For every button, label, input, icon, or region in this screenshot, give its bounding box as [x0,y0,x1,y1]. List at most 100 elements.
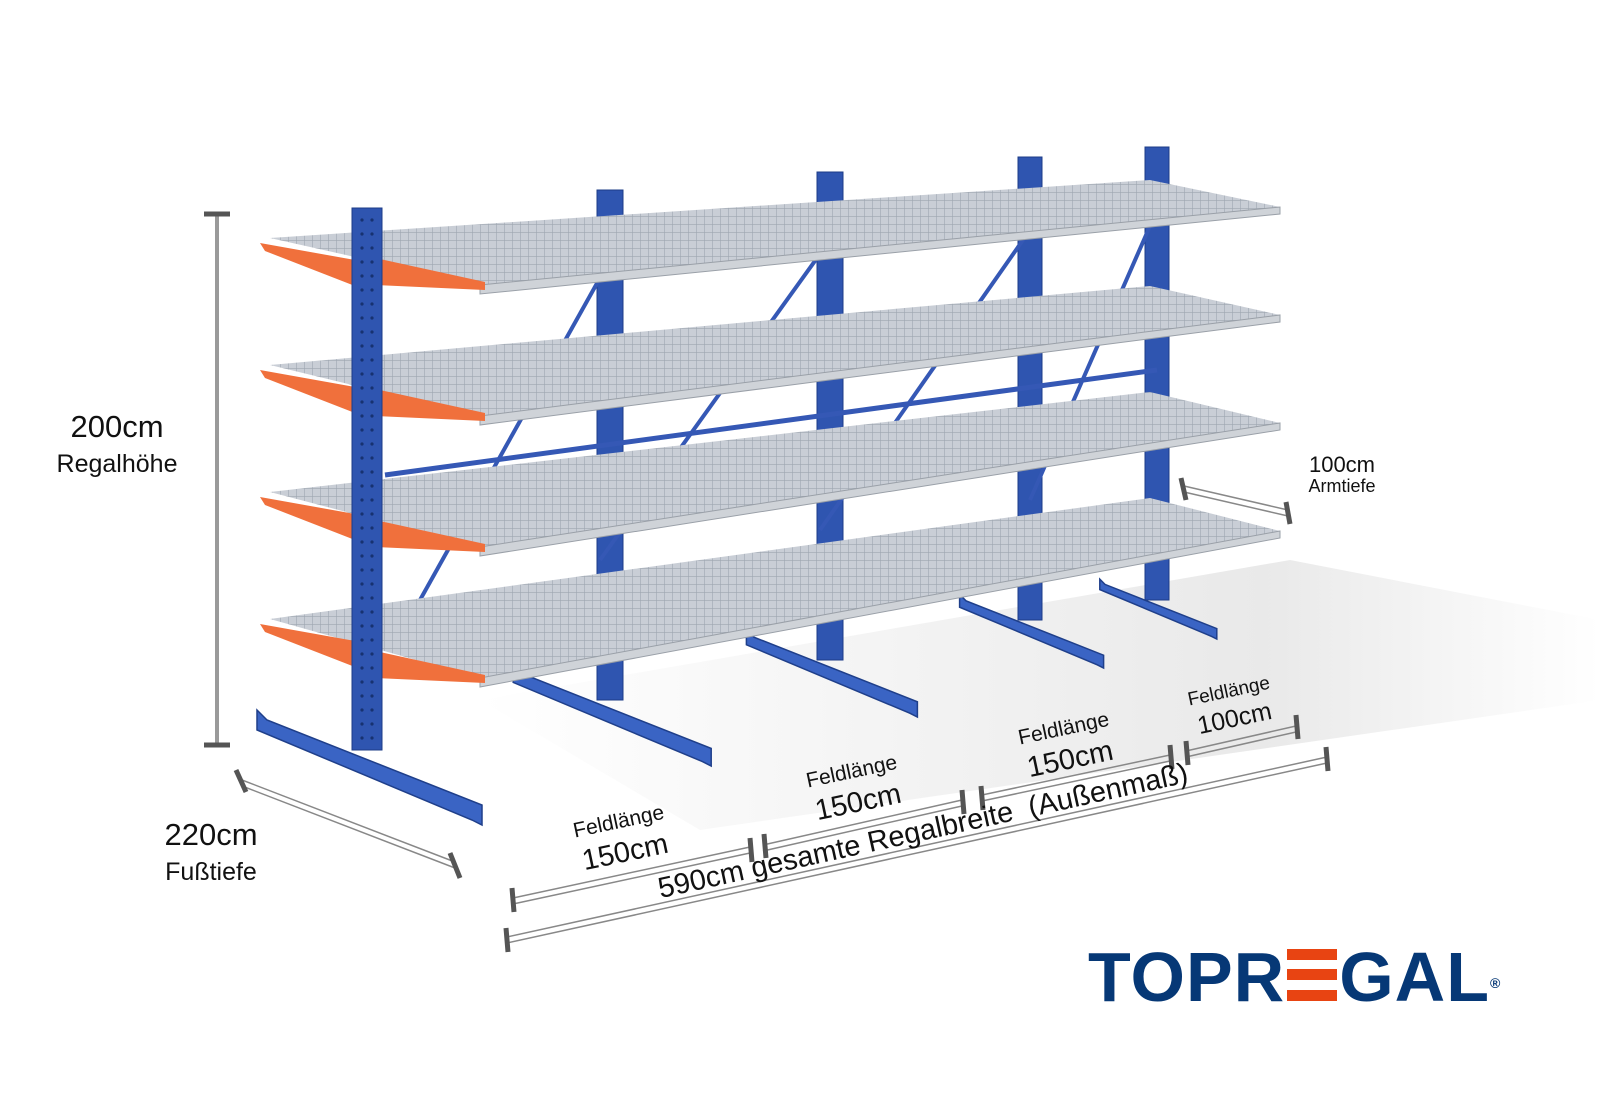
upright-hole [370,288,374,292]
upright-hole [370,736,374,740]
upright-hole [370,708,374,712]
upright-hole [370,302,374,306]
upright-hole [360,736,364,740]
upright-hole [370,428,374,432]
rack-feet [256,577,1218,827]
upright-hole [370,512,374,516]
upright-hole [370,260,374,264]
mesh-shelf [270,392,1280,547]
upright-hole [370,358,374,362]
upright-hole [360,414,364,418]
shelf-front-edge [479,530,1281,688]
foot-depth-value: 220cm [164,817,257,852]
height-value: 200cm [70,409,163,444]
upright-hole [360,428,364,432]
height-label: Regalhöhe [57,450,178,478]
upright-hole [360,400,364,404]
cantilever-arm [375,651,485,683]
upright-hole [370,372,374,376]
upright-hole [360,218,364,222]
cantilever-arm [375,258,485,290]
upright-hole [360,288,364,292]
cantilever-arm [260,624,355,667]
upright-hole [360,596,364,600]
upright-hole [360,344,364,348]
upright-hole [370,666,374,670]
upright-hole [360,316,364,320]
upright-hole [370,638,374,642]
upright-hole [360,722,364,726]
upright-hole [370,722,374,726]
logo-text-end: GAL [1339,938,1490,1016]
upright-hole [360,540,364,544]
registered-mark: ® [1489,975,1502,991]
upright-hole [370,218,374,222]
upright-hole [370,610,374,614]
upright-hole [370,526,374,530]
upright-hole [360,568,364,572]
upright-hole [360,232,364,236]
upright-hole [360,512,364,516]
shelf-front-edge [479,422,1281,557]
shelf-front-edge [479,206,1281,295]
front-upright [351,207,383,751]
upright-hole [360,554,364,558]
floor-shadow [480,560,1600,830]
upright-hole [360,498,364,502]
upright-hole [360,358,364,362]
upright-hole [370,624,374,628]
shelf-front-edge [479,314,1281,426]
upright-hole [370,652,374,656]
upright-hole [370,456,374,460]
foot-beam [745,627,919,719]
upright-hole [360,610,364,614]
upright-hole [360,456,364,460]
upright-hole [370,386,374,390]
cantilever-arm [375,389,485,421]
upright-hole [360,694,364,698]
upright-hole [370,274,374,278]
upright-hole [370,344,374,348]
upright-hole [370,442,374,446]
arm-depth-label: Armtiefe [1308,476,1375,496]
upright-hole [360,302,364,306]
upright [351,207,383,751]
cantilever-arm [260,497,355,540]
upright-hole [370,540,374,544]
dimension-lines [204,211,1331,953]
upright-hole [370,400,374,404]
upright-hole [360,386,364,390]
foot-beam [1099,577,1218,641]
upright-hole [370,232,374,236]
upright-hole [370,498,374,502]
upright-hole [370,554,374,558]
upright-hole [360,372,364,376]
upright-hole [360,260,364,264]
upright-hole [370,484,374,488]
mesh-shelf [270,180,1280,285]
mesh-shelf [270,286,1280,416]
upright-hole [360,470,364,474]
foot-depth-label: Fußtiefe [165,858,257,886]
upright-hole [370,568,374,572]
upright-hole [360,708,364,712]
horizontal-brace [384,367,1158,478]
upright-hole [370,596,374,600]
upright-hole [360,638,364,642]
cantilever-arm [375,520,485,552]
upright-hole [360,484,364,488]
upright-hole [370,470,374,474]
upright-hole [360,666,364,670]
upright-hole [360,442,364,446]
mesh-shelf [270,498,1280,678]
upright-hole [360,680,364,684]
upright-hole [370,330,374,334]
foot-beam [256,708,483,827]
upright-hole [370,316,374,320]
logo-text-start: TOPR [1088,938,1286,1016]
upright-hole [370,582,374,586]
foot-beam [958,592,1105,670]
upright-hole [360,652,364,656]
